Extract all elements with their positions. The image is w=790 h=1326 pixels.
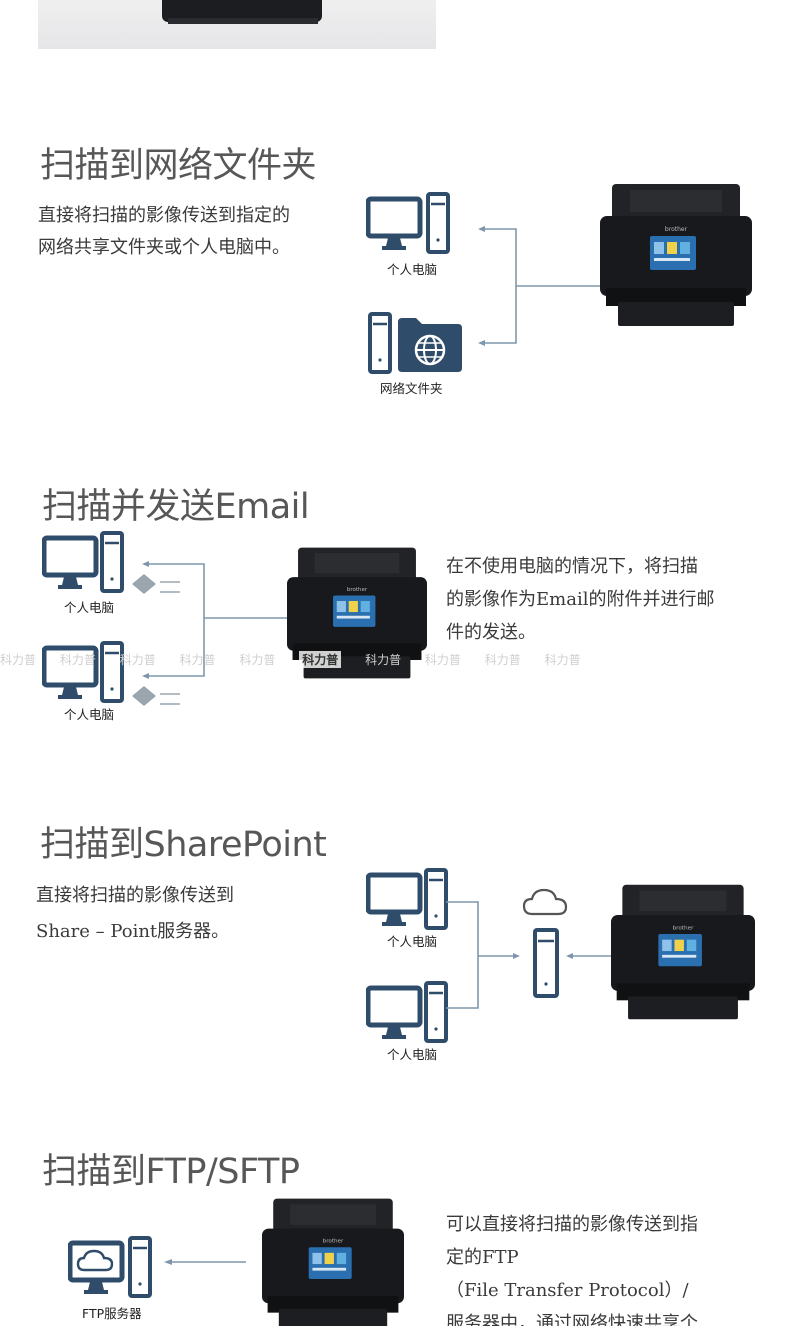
network-folder-icon — [368, 312, 462, 374]
cloud-icon — [522, 888, 568, 916]
caption-pc: 个人电脑 — [64, 600, 115, 615]
watermark: 科力普 — [424, 653, 461, 667]
computer-icon — [366, 192, 450, 254]
watermark: 科力普 — [119, 653, 156, 667]
brand-logo: brother — [347, 587, 368, 593]
desc-line: 服务器中，通过网络快速共享个 — [446, 1313, 698, 1326]
brand-logo: brother — [665, 226, 688, 233]
desc-line: 定的FTP — [446, 1247, 519, 1268]
desc-line: 在不使用电脑的情况下，将扫描 — [446, 556, 698, 577]
scanner-image: brother — [262, 1198, 404, 1326]
section-title-sharepoint: 扫描到SharePoint — [40, 825, 327, 865]
email-connector — [132, 561, 290, 706]
caption-pc: 个人电脑 — [387, 262, 438, 277]
section-title-email: 扫描并发送Email — [42, 487, 310, 527]
section-title-ftp: 扫描到FTP/SFTP — [42, 1152, 300, 1192]
computer-icon — [42, 531, 124, 593]
section-desc-ftp: 可以直接将扫描的影像传送到指 定的FTP （File Transfer Prot… — [446, 1208, 698, 1326]
brand-logo: brother — [673, 925, 695, 931]
desc-line: Share – Point服务器。 — [36, 921, 230, 942]
desc-line: 件的发送。 — [446, 622, 536, 643]
computer-icon — [42, 641, 124, 703]
product-photo-top — [38, 0, 436, 49]
desc-line: （File Transfer Protocol）/ — [446, 1280, 689, 1301]
watermark: 科力普 — [484, 653, 521, 667]
sharepoint-connector — [446, 901, 614, 1009]
section-desc-network-folder: 直接将扫描的影像传送到指定的 网络共享文件夹或个人电脑中。 — [38, 200, 290, 264]
section-desc-email: 在不使用电脑的情况下，将扫描 的影像作为Email的附件并进行邮 件的发送。 — [446, 550, 714, 649]
computer-icon — [366, 868, 448, 930]
scanner-tray-edge — [168, 18, 318, 24]
desc-line: 网络共享文件夹或个人电脑中。 — [38, 237, 290, 258]
caption-pc: 个人电脑 — [64, 707, 115, 722]
caption-pc: 个人电脑 — [387, 1047, 438, 1062]
desc-line: 直接将扫描的影像传送到指定的 — [38, 205, 290, 226]
scanner-image: brother — [600, 184, 752, 326]
watermark: 科力普 — [179, 653, 216, 667]
watermark: 科力普 — [544, 653, 581, 667]
section-title-network-folder: 扫描到网络文件夹 — [40, 146, 317, 186]
watermark: 科力普 — [365, 653, 402, 667]
desc-line: 可以直接将扫描的影像传送到指 — [446, 1214, 698, 1235]
desc-line: 直接将扫描的影像传送到 — [36, 885, 234, 906]
section-desc-sharepoint: 直接将扫描的影像传送到 Share – Point服务器。 — [36, 878, 234, 950]
scanner-image: brother — [611, 884, 755, 1020]
desc-line: 的影像作为Email的附件并进行邮 — [446, 589, 715, 610]
watermark: 科力普 — [299, 651, 342, 668]
watermark: 科力普 — [59, 653, 96, 667]
scanner-bottom-edge — [162, 0, 322, 22]
ftp-connector — [164, 1259, 246, 1265]
caption-pc: 个人电脑 — [387, 934, 438, 949]
brand-logo: brother — [323, 1239, 344, 1245]
server-icon — [533, 928, 559, 998]
watermark-strip: 科力普 科力普 科力普 科力普 科力普 科力普 科力普 科力普 科力普 科力普 — [0, 651, 790, 673]
watermark: 科力普 — [0, 653, 37, 667]
ftp-server-icon — [68, 1236, 152, 1298]
computer-icon — [366, 981, 448, 1043]
caption-network-folder: 网络文件夹 — [380, 381, 443, 396]
caption-ftp-server: FTP服务器 — [82, 1306, 142, 1321]
watermark: 科力普 — [239, 653, 276, 667]
connector-lines — [478, 226, 600, 346]
